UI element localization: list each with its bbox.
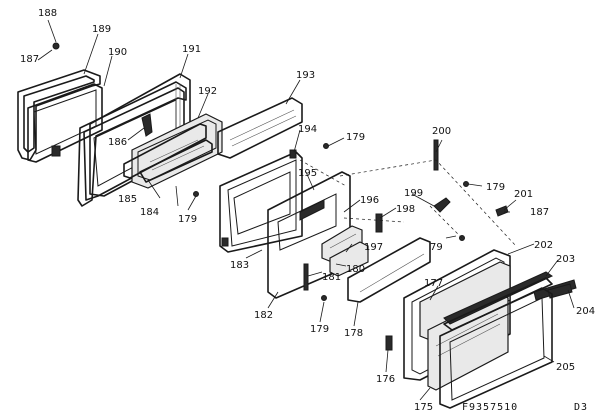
callout-labels: 188 187 189 190 191 192 193 186 185 184 … [20, 8, 595, 413]
callout-194: 194 [298, 124, 317, 135]
callout-179: 179 [310, 324, 329, 335]
callout-191: 191 [182, 44, 201, 55]
callout-205: 205 [556, 362, 575, 373]
figure-code: F9357510 [462, 402, 518, 413]
part-188-screw [52, 42, 60, 50]
part-192-inner-glass-panel [131, 113, 223, 189]
callout-179: 179 [178, 214, 197, 225]
callout-189: 189 [92, 24, 111, 35]
assembly-guide-lines [299, 159, 517, 247]
callout-185: 185 [118, 194, 137, 205]
part-194-door-frame [219, 149, 303, 253]
callout-199: 199 [404, 188, 423, 199]
part-201-hinge-screw [495, 205, 509, 217]
callout-179: 179 [486, 182, 505, 193]
part-186-hinge-bracket [127, 113, 153, 141]
callout-197: 197 [364, 242, 383, 253]
page-code: D3 [574, 402, 588, 413]
callout-175: 175 [414, 402, 433, 413]
callout-192: 192 [198, 86, 217, 97]
part-184-lower-bracket [139, 139, 213, 183]
callout-201: 201 [514, 189, 533, 200]
callout-204: 204 [576, 306, 595, 317]
callout-180: 180 [346, 264, 365, 275]
callout-187: 187 [20, 54, 39, 65]
callout-183: 183 [230, 260, 249, 271]
callout-179: 179 [346, 132, 365, 143]
callout-182: 182 [254, 310, 273, 321]
part-176-screw [385, 335, 393, 351]
part-181-spacer [303, 263, 309, 291]
callout-184: 184 [140, 207, 159, 218]
callout-193: 193 [296, 70, 315, 81]
callout-178: 178 [344, 328, 363, 339]
callout-203: 203 [556, 254, 575, 265]
callout-176: 176 [376, 374, 395, 385]
callout-leaders [37, 19, 575, 401]
callout-188: 188 [38, 8, 57, 19]
callout-202: 202 [534, 240, 553, 251]
part-177-window-glass [419, 261, 511, 341]
callout-181: 181 [322, 272, 341, 283]
part-193-vent-panel [217, 97, 303, 159]
callout-177: 177 [424, 278, 443, 289]
callout-196: 196 [360, 195, 379, 206]
part-204-handle-bracket [533, 279, 577, 301]
part-185-lower-frame [123, 123, 207, 179]
part-198-clip [375, 213, 383, 233]
callout-198: 198 [396, 204, 415, 215]
part-178-trim-strip [347, 237, 431, 303]
callout-190: 190 [108, 47, 127, 58]
part-199-hinge-arm [433, 197, 451, 213]
part-200-hinge-pin [433, 139, 439, 171]
callout-186: 186 [108, 137, 127, 148]
callout-187: 187 [530, 207, 549, 218]
part-189-outer-gasket-frame [17, 69, 101, 161]
callout-200: 200 [432, 126, 451, 137]
callout-195: 195 [298, 168, 317, 179]
part-205-outer-door-trim [439, 287, 553, 409]
callout-79: 79 [430, 242, 443, 253]
part-203-door-handle [443, 271, 554, 331]
part-197-window-glass-lower [329, 241, 369, 277]
